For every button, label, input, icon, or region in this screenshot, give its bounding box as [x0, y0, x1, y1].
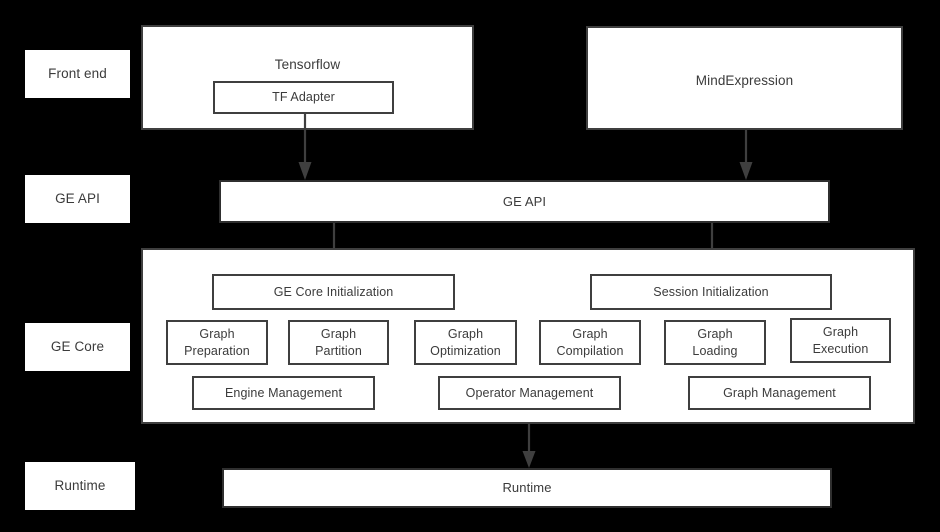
engine-management-label: Engine Management	[224, 385, 343, 400]
runtime-label: Runtime	[502, 480, 552, 496]
module-line-1: Graph	[199, 327, 235, 342]
graph-compilation-box[interactable]: Graph Compilation	[539, 320, 641, 365]
layer-label-text: GE API	[55, 191, 100, 207]
arrow-tf-adapter-to-ge-api	[297, 114, 313, 181]
mindexpression-title: MindExpression	[695, 73, 794, 88]
ge-api-bar[interactable]: GE API	[219, 180, 830, 223]
ge-api-label: GE API	[502, 193, 547, 209]
tf-adapter-box[interactable]: TF Adapter	[213, 81, 394, 114]
session-initialization-label: Session Initialization	[653, 284, 769, 299]
graph-management-box[interactable]: Graph Management	[688, 376, 871, 410]
layer-label-text: Front end	[48, 66, 107, 82]
module-line-1: Graph	[572, 327, 608, 342]
module-line-2: Preparation	[184, 343, 250, 358]
graph-partition-box[interactable]: Graph Partition	[288, 320, 389, 365]
operator-management-box[interactable]: Operator Management	[438, 376, 621, 410]
graph-management-label: Graph Management	[723, 385, 836, 400]
module-line-1: Graph	[697, 327, 733, 342]
module-line-1: Graph	[447, 327, 484, 342]
layer-label-ge-core: GE Core	[25, 323, 130, 371]
runtime-bar[interactable]: Runtime	[222, 468, 832, 508]
session-initialization-box[interactable]: Session Initialization	[590, 274, 832, 310]
engine-management-box[interactable]: Engine Management	[192, 376, 375, 410]
module-line-2: Execution	[812, 341, 869, 356]
module-line-1: Graph	[320, 327, 357, 342]
module-line-1: Graph	[822, 325, 859, 340]
layer-label-text: Runtime	[54, 478, 106, 494]
arrow-ge-core-to-runtime	[521, 424, 537, 469]
module-line-2: Partition	[315, 343, 362, 358]
tensorflow-title: Tensorflow	[274, 57, 341, 72]
module-line-2: Loading	[692, 343, 738, 358]
operator-management-label: Operator Management	[465, 385, 594, 400]
module-line-2: Optimization	[430, 343, 501, 358]
graph-preparation-box[interactable]: Graph Preparation	[166, 320, 268, 365]
graph-loading-box[interactable]: Graph Loading	[664, 320, 766, 365]
mindexpression-container[interactable]: MindExpression	[586, 26, 903, 130]
layer-label-front-end: Front end	[25, 50, 130, 98]
layer-label-text: GE Core	[50, 339, 105, 355]
graph-optimization-box[interactable]: Graph Optimization	[414, 320, 517, 365]
graph-execution-box[interactable]: Graph Execution	[790, 318, 891, 363]
arrow-mindexpression-to-ge-api	[738, 130, 754, 181]
layer-label-runtime: Runtime	[25, 462, 135, 510]
ge-core-initialization-label: GE Core Initialization	[273, 284, 394, 299]
tf-adapter-label: TF Adapter	[272, 90, 335, 105]
ge-core-initialization-box[interactable]: GE Core Initialization	[212, 274, 455, 310]
layer-label-ge-api: GE API	[25, 175, 130, 223]
module-line-2: Compilation	[556, 343, 624, 358]
